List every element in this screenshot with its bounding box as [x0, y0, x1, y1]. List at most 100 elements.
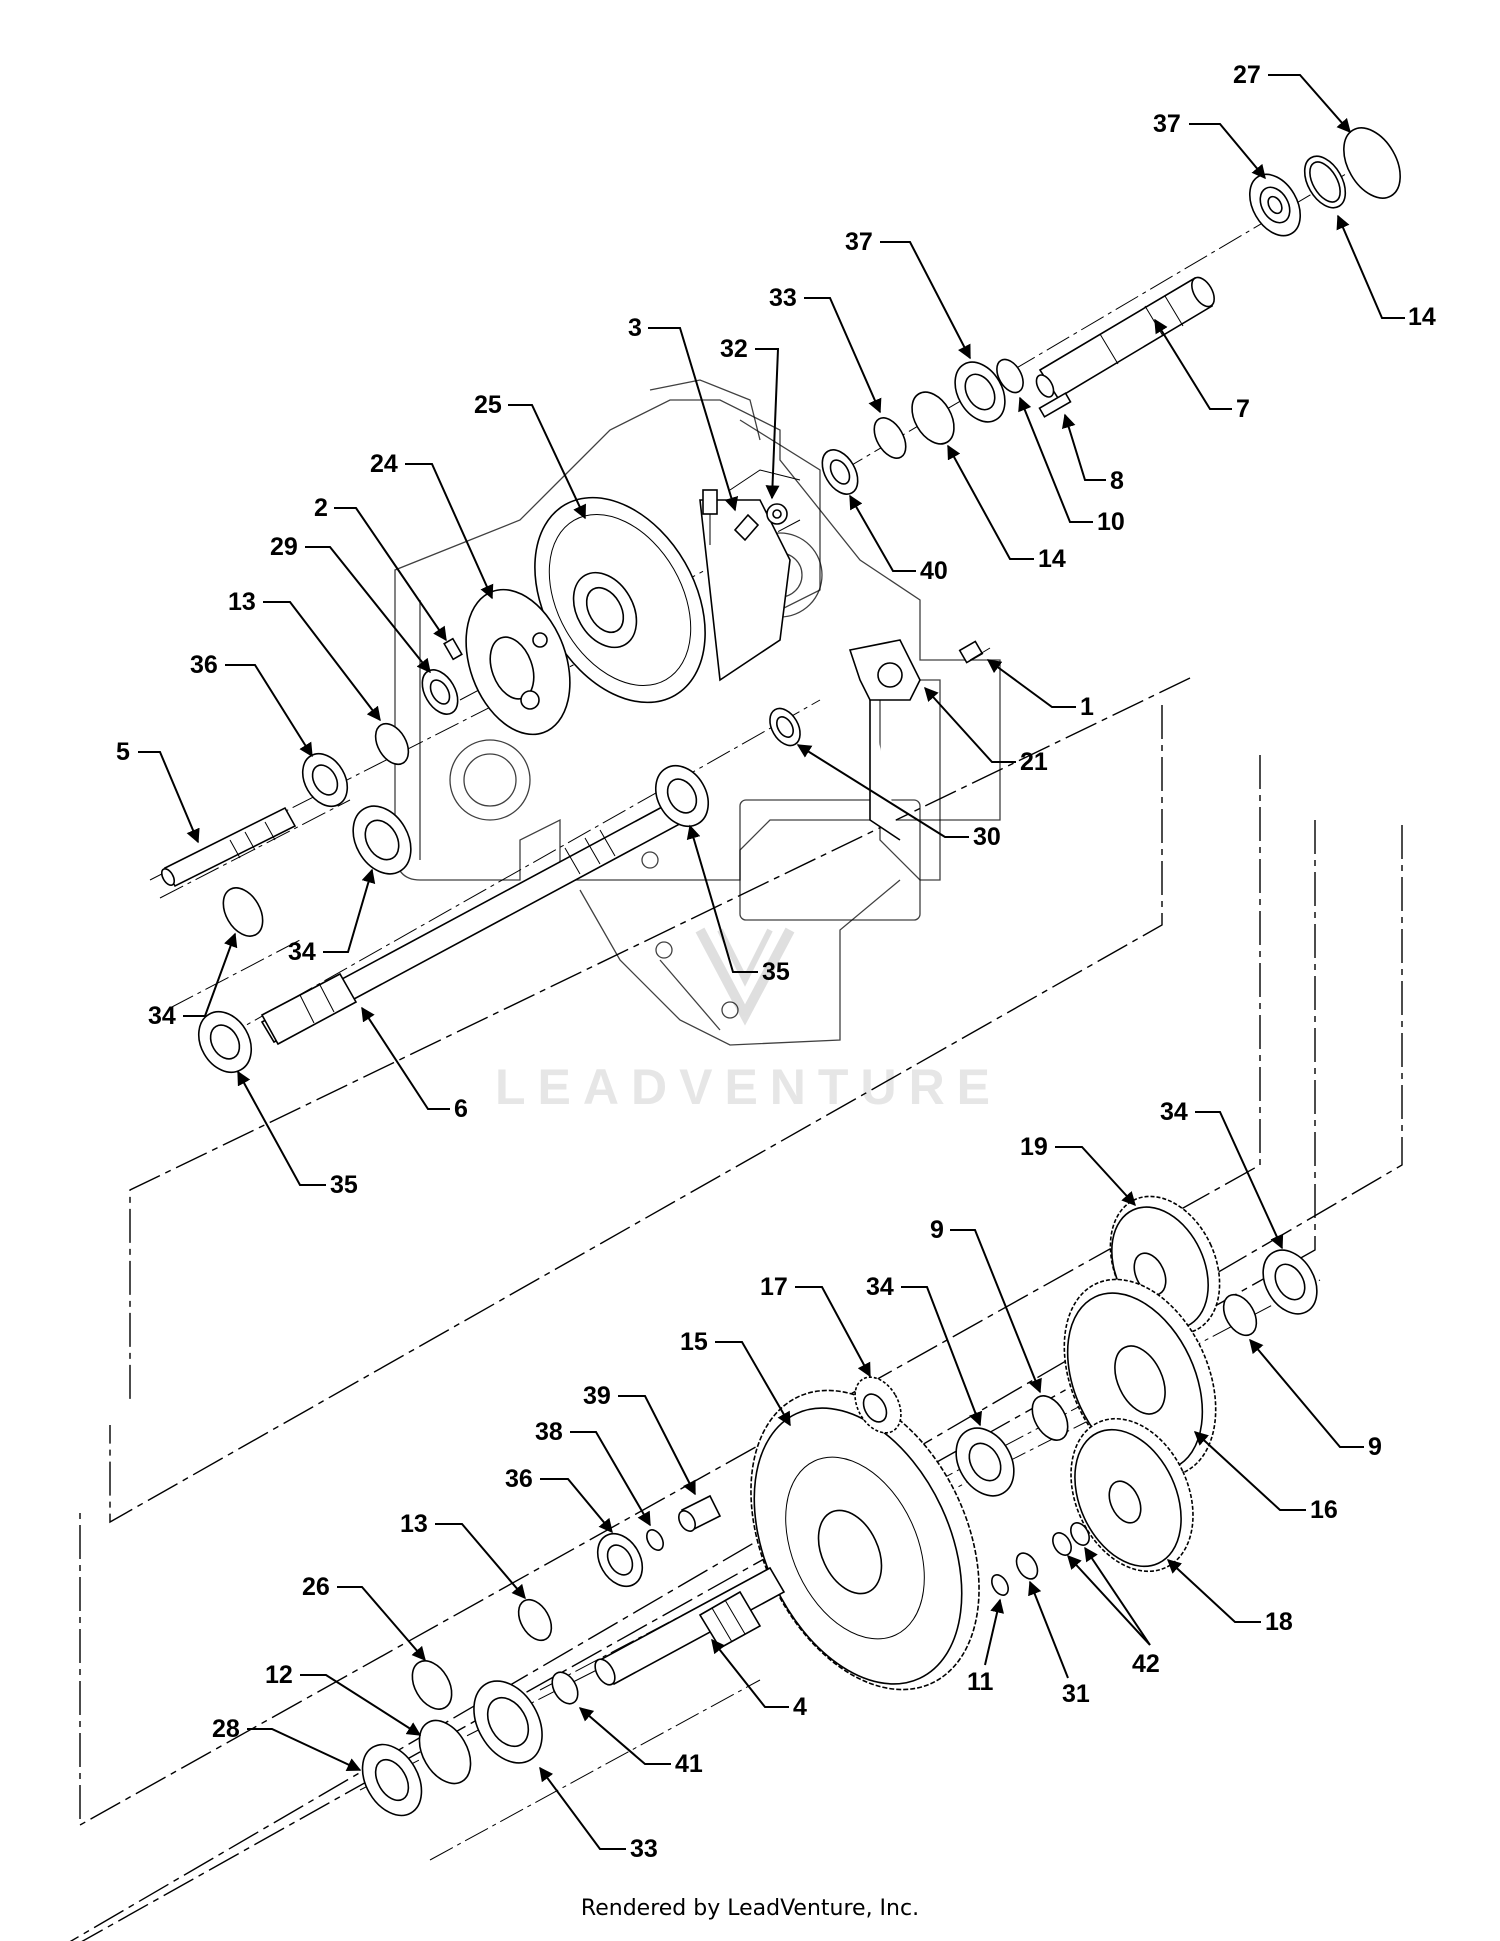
callout-23: 25 — [474, 391, 586, 520]
callout-9-right: 9 — [1249, 1338, 1382, 1461]
svg-text:13: 13 — [228, 588, 256, 616]
svg-text:9: 9 — [930, 1216, 944, 1244]
shaft-5 — [160, 806, 297, 888]
shaft-4 — [594, 1566, 786, 1686]
seal-28 — [361, 1743, 423, 1817]
shim-29 — [873, 417, 907, 459]
snap-ring-13-lower — [517, 1598, 553, 1642]
callout-35-left: 35 — [237, 1070, 358, 1199]
snap-ring-41 — [551, 1671, 579, 1705]
bolt-1 — [958, 640, 991, 664]
snap-ring-13-top — [374, 722, 410, 766]
svg-text:36: 36 — [190, 651, 218, 679]
callout-42: 42 — [1067, 1546, 1160, 1678]
svg-text:5: 5 — [116, 738, 130, 766]
callout-2: 2 — [314, 494, 447, 642]
snap-ring-9-right — [1222, 1293, 1258, 1337]
watermark: LEADVENTURE — [495, 927, 990, 1115]
plug-24 — [411, 1660, 453, 1710]
callout-1: 1 — [986, 659, 1094, 721]
callout-36-top: 36 — [190, 651, 313, 758]
callout-38: 38 — [535, 1418, 651, 1527]
dowel-2 — [443, 637, 463, 661]
svg-text:31: 31 — [1062, 1680, 1090, 1708]
shaft-6 — [260, 790, 704, 1046]
bearing-36-top — [301, 752, 349, 808]
svg-text:18: 18 — [1265, 1608, 1293, 1636]
callout-5: 5 — [116, 738, 200, 844]
pinion-17 — [854, 1376, 902, 1434]
callout-14-top: 14 — [1336, 214, 1436, 331]
ring-31 — [222, 887, 264, 937]
washer-38 — [646, 1529, 664, 1551]
transmission-housing — [394, 379, 1001, 1046]
gear-18 — [1070, 1417, 1194, 1573]
svg-text:34: 34 — [288, 938, 316, 966]
svg-text:37: 37 — [1153, 110, 1181, 138]
callout-24: 26 — [302, 1573, 426, 1662]
svg-text:27: 27 — [1233, 61, 1261, 89]
callout-13-lower: 13 — [400, 1510, 526, 1600]
spacer-39 — [678, 1494, 722, 1532]
callout-34-left: 34 — [288, 868, 376, 966]
callout-4: 4 — [711, 1638, 807, 1721]
svg-text:14: 14 — [1408, 303, 1436, 331]
pin-3 — [702, 489, 718, 545]
svg-text:34: 34 — [148, 1002, 176, 1030]
svg-text:8: 8 — [1110, 467, 1124, 495]
svg-text:34: 34 — [1160, 1098, 1188, 1126]
svg-text:25: 25 — [474, 391, 502, 419]
callout-30: 31 — [1028, 1580, 1090, 1708]
svg-text:35: 35 — [762, 958, 790, 986]
svg-text:29: 29 — [270, 533, 298, 561]
washers-42 — [1052, 1522, 1090, 1556]
snap-ring-9-left — [1031, 1395, 1069, 1441]
svg-text:21: 21 — [1020, 748, 1048, 776]
svg-text:32: 32 — [720, 335, 748, 363]
snap-ring-10 — [996, 358, 1024, 394]
bearing-37-mid — [954, 361, 1006, 423]
bearing-35-left — [197, 1011, 253, 1073]
svg-text:11: 11 — [967, 1668, 994, 1696]
gear-15 — [750, 1389, 980, 1691]
svg-text:2: 2 — [314, 494, 328, 522]
svg-text:33: 33 — [630, 1835, 658, 1863]
svg-text:38: 38 — [535, 1418, 563, 1446]
callout-11: 11 — [967, 1598, 1004, 1696]
svg-text:35: 35 — [330, 1171, 358, 1199]
rendered-by-credit: Rendered by LeadVenture, Inc. — [580, 1896, 920, 1921]
svg-text:28: 28 — [212, 1715, 240, 1743]
callout-27: 27 — [1233, 61, 1351, 134]
svg-text:16: 16 — [1310, 1496, 1338, 1524]
svg-text:37: 37 — [845, 228, 873, 256]
callout-26: 30 — [796, 744, 1001, 851]
callout-28: 28 — [212, 1715, 362, 1772]
callout-35-mid: 35 — [686, 824, 790, 986]
callout-10: 10 — [1018, 396, 1125, 536]
callout-18: 18 — [1166, 1559, 1293, 1636]
bearing-33 — [473, 1680, 543, 1764]
callout-12: 12 — [265, 1661, 422, 1736]
callout-31: 34 — [148, 932, 238, 1030]
callout-21: 21 — [924, 686, 1048, 776]
callout-37-top: 37 — [1153, 110, 1266, 180]
snap-ring-12 — [418, 1719, 472, 1785]
seal-26 — [769, 707, 801, 747]
callout-32: 32 — [720, 335, 780, 500]
svg-text:13: 13 — [400, 1510, 428, 1538]
seal-40 — [821, 449, 859, 495]
callout-15: 15 — [680, 1328, 791, 1427]
svg-text:3: 3 — [628, 314, 642, 342]
svg-text:33: 33 — [769, 284, 797, 312]
svg-text:14: 14 — [1038, 545, 1066, 573]
callout-36-lower: 36 — [505, 1465, 613, 1534]
bearing-34-lower — [955, 1427, 1015, 1497]
svg-text:40: 40 — [920, 557, 948, 585]
svg-text:1: 1 — [1080, 693, 1094, 721]
bearing-35-right — [654, 765, 710, 827]
svg-text:30: 30 — [973, 823, 1001, 851]
svg-text:7: 7 — [1236, 395, 1250, 423]
svg-text:34: 34 — [866, 1273, 894, 1301]
bracket-21 — [848, 639, 921, 841]
